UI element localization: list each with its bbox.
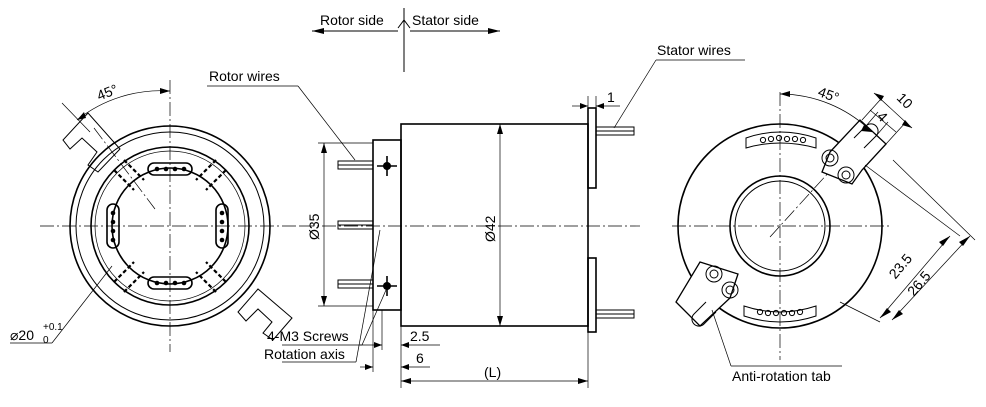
dim-4-label: 4 xyxy=(874,108,891,125)
rotor-wires-label: Rotor wires xyxy=(209,68,280,84)
rotation-axis-label: Rotation axis xyxy=(264,346,345,362)
dim-L-label: (L) xyxy=(484,364,501,380)
stator-wires-label: Stator wires xyxy=(657,42,731,58)
left-view: 45° ⌀20 +0.1 0 xyxy=(10,80,300,352)
dia-35-label: Ø35 xyxy=(306,213,322,240)
dim-1-label: 1 xyxy=(607,89,615,105)
dim-10-label: 10 xyxy=(894,89,916,111)
dia-20-label: ⌀20 xyxy=(10,327,34,343)
dim-26-5-label: 26.5 xyxy=(904,268,934,299)
right-angle-label: 45° xyxy=(816,83,841,105)
right-view: 45° 10 4 23.5 26.5 Anti-rotation tab xyxy=(672,83,976,384)
side-view: Ø35 Ø42 1 2.5 6 (L) xyxy=(207,42,745,388)
rotor-screw-top xyxy=(377,156,397,176)
side-indicator: Rotor side Stator side xyxy=(312,8,500,72)
screws-label: 4-M3 Screws xyxy=(267,328,349,344)
rotor-screw-bottom xyxy=(377,276,397,296)
dia-20-tol-lower: 0 xyxy=(43,335,49,346)
dia-20-tol-upper: +0.1 xyxy=(43,322,63,333)
dim-23-5-label: 23.5 xyxy=(885,250,915,281)
stator-side-label: Stator side xyxy=(412,12,479,28)
dim-2-5-label: 2.5 xyxy=(410,328,430,344)
rotor-side-label: Rotor side xyxy=(320,12,384,28)
left-angle-label: 45° xyxy=(94,81,120,104)
anti-rotation-tab-label: Anti-rotation tab xyxy=(732,368,831,384)
dim-6-label: 6 xyxy=(416,350,424,366)
dia-42-label: Ø42 xyxy=(482,215,498,242)
